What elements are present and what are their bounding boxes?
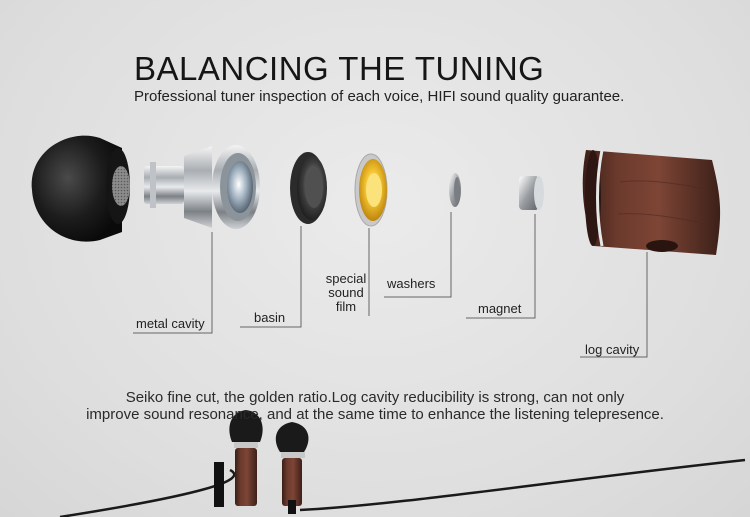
basin-icon bbox=[290, 152, 327, 224]
washer-icon bbox=[449, 173, 461, 207]
label-basin: basin bbox=[254, 310, 286, 325]
caption-line-2: improve sound resonance, and at the same… bbox=[86, 406, 664, 423]
label-log-cavity: log cavity bbox=[585, 342, 640, 357]
sound-film-icon bbox=[354, 153, 388, 227]
label-metal-cavity: metal cavity bbox=[136, 316, 205, 331]
caption-line-1: Seiko fine cut, the golden ratio.Log cav… bbox=[125, 389, 625, 406]
page-subtitle: Professional tuner inspection of each vo… bbox=[134, 88, 625, 105]
magnet-icon bbox=[519, 176, 544, 210]
label-magnet: magnet bbox=[478, 301, 522, 316]
ear-tip-icon bbox=[31, 135, 130, 242]
leader-lines bbox=[133, 212, 648, 358]
page-title: BALANCING THE TUNING bbox=[134, 50, 545, 87]
metal-cavity-icon bbox=[144, 145, 260, 229]
label-special-sound-film: special sound film bbox=[325, 271, 367, 314]
earphones-icon bbox=[59, 410, 746, 517]
label-washers: washers bbox=[387, 276, 436, 291]
description-caption: Seiko fine cut, the golden ratio.Log cav… bbox=[0, 389, 750, 423]
log-cavity-icon bbox=[582, 149, 721, 255]
